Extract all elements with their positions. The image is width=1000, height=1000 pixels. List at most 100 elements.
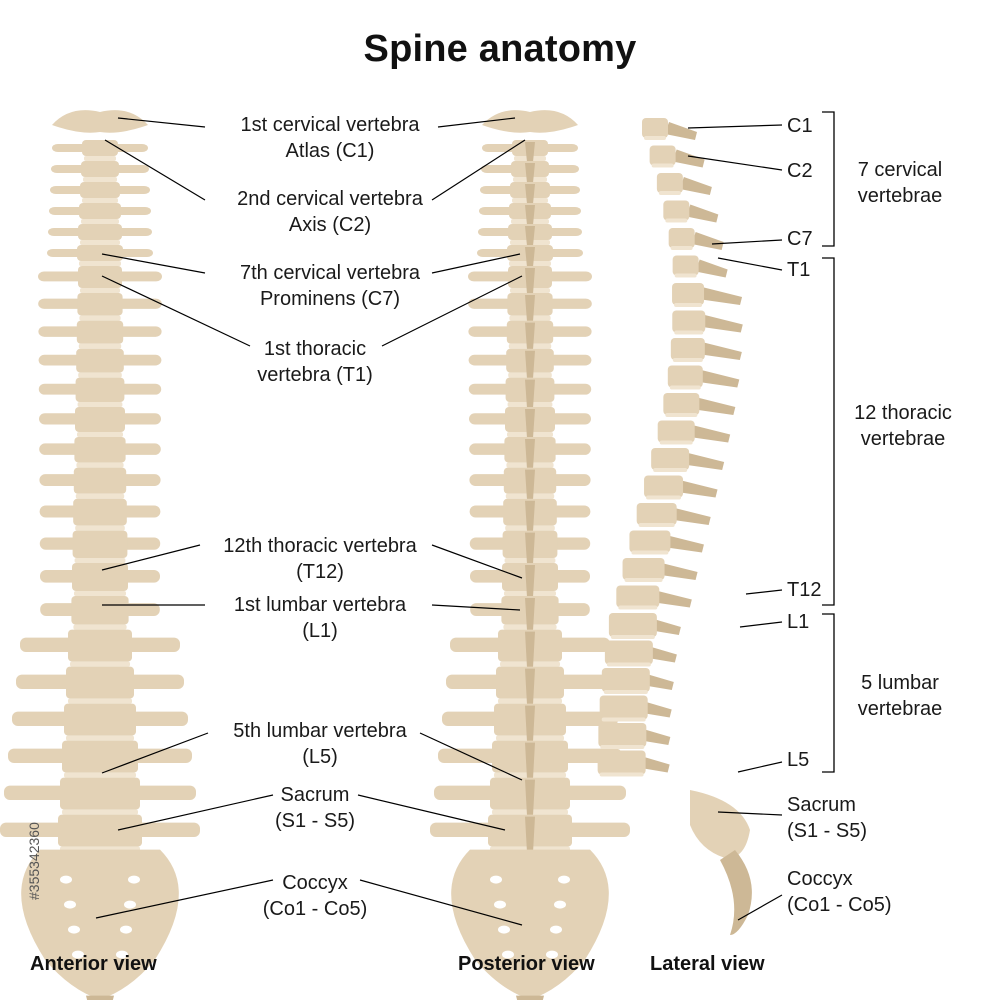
lateral-disc [644,136,666,140]
leader-line [419,732,523,781]
lateral-spinous-process [673,479,718,498]
caption-lateral-view: Lateral view [650,953,765,975]
stock-id-watermark: #355342360 [26,822,42,900]
posterior-sacral-foramen [490,875,502,884]
anterior-disc [80,288,120,293]
lateral-vertebra [644,475,684,498]
lateral-vertebra [604,640,653,665]
posterior-spinous-process [525,439,535,469]
lateral-label-coccyx: Coccyx(Co1 - Co5) [787,868,892,916]
posterior-sacral-foramen [546,950,558,959]
anterior-vertebra [72,530,128,558]
anterior-disc [74,558,126,563]
lateral-disc [674,273,697,278]
posterior-spinous-process [525,379,535,408]
lateral-vertebra [597,750,646,775]
anterior-vertebra [82,140,118,156]
anterior-sacral-foramen [60,875,72,884]
anterior-disc [78,372,122,378]
anterior-disc [81,219,119,224]
label-l5: 5th lumbar vertebra(L5) [233,720,407,768]
lateral-sacrum [690,790,750,859]
lateral-coccyx [720,850,752,935]
lateral-spinous-process [686,424,731,443]
lateral-spinous-process [672,149,705,168]
lateral-spinous-process [691,232,724,250]
lateral-spinous-process [665,122,697,140]
anterior-disc [77,402,123,407]
anterior-disc [77,432,123,437]
lateral-label-t1: T1 [787,259,811,281]
lateral-vertebra [599,695,648,720]
anterior-disc [79,261,121,266]
lateral-disc [674,303,703,307]
lateral-disc [674,330,704,335]
leader-line [104,139,206,201]
lateral-disc [646,495,682,500]
lateral-disc [600,745,645,749]
anterior-disc [84,156,116,161]
lateral-disc [658,191,681,195]
lateral-vertebra [668,228,695,248]
leader-line [101,253,206,274]
anterior-vertebra [71,596,129,625]
lateral-vertebra [642,118,668,138]
lateral-vertebra [656,173,683,193]
anterior-vertebra [58,814,142,847]
posterior-spinous-process [525,184,535,204]
lateral-disc [599,772,644,777]
posterior-spinous-process [525,409,535,438]
anterior-vertebra [76,320,124,344]
posterior-spinous-process [525,631,535,668]
anterior-vertebra [74,437,126,463]
lateral-vertebra [598,723,647,747]
lateral-disc [618,605,658,610]
leader-line [101,544,201,571]
lateral-vertebra [636,503,677,525]
posterior-spinous-process [525,350,535,379]
group-bracket [822,613,835,773]
anterior-vertebra [72,563,128,591]
posterior-spinous-process [525,469,535,500]
leader-line [95,879,274,919]
leader-line [117,117,206,128]
leader-line [381,275,523,347]
anterior-disc [70,661,130,667]
anterior-vertebra [79,203,121,219]
lateral-vertebra [670,338,705,360]
leader-line [717,811,783,816]
anterior-atlas [52,110,148,133]
lateral-vertebra [663,393,700,415]
posterior-spinous-process [525,247,535,267]
anterior-disc [75,493,125,499]
posterior-spinous-process [525,205,535,225]
lateral-vertebra [667,365,703,388]
lateral-spinous-process [659,534,704,553]
lateral-disc [670,246,693,250]
group-brackets [822,111,835,773]
anterior-disc [62,809,138,815]
leader-line [437,117,516,128]
lateral-vertebra [663,200,690,221]
anterior-disc [64,772,136,778]
leader-line [357,794,506,831]
leader-line [431,139,526,201]
posterior-spinous-process [525,705,535,742]
group-bracket [822,111,835,247]
posterior-spinous-process [525,322,535,350]
lateral-disc [638,523,675,527]
label-l1: 1st lumbar vertebra(L1) [233,594,407,642]
anterior-vertebra [68,629,132,662]
posterior-spinous-process [525,742,535,779]
anterior-spine [0,110,200,1000]
posterior-sacral-foramen [550,925,562,934]
anterior-vertebra [73,498,127,526]
anterior-vertebra [80,182,120,198]
anterior-disc [73,624,127,630]
posterior-sacral-foramen [558,875,570,884]
anterior-vertebra [77,245,123,261]
